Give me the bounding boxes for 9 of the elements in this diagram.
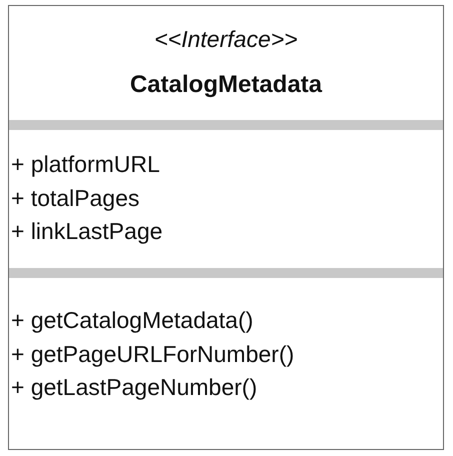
method-text: + getCatalogMetadata() (11, 306, 254, 335)
attribute-text: + totalPages (11, 184, 140, 213)
attribute-text: + linkLastPage (11, 217, 163, 246)
class-name: CatalogMetadata (130, 71, 322, 99)
method-text: + getLastPageNumber() (11, 373, 258, 402)
attribute-text: + platformURL (11, 150, 160, 179)
stereotype-label: <<Interface>> (154, 26, 298, 53)
method-text: + getPageURLForNumber() (11, 340, 294, 369)
class-box (8, 5, 444, 450)
